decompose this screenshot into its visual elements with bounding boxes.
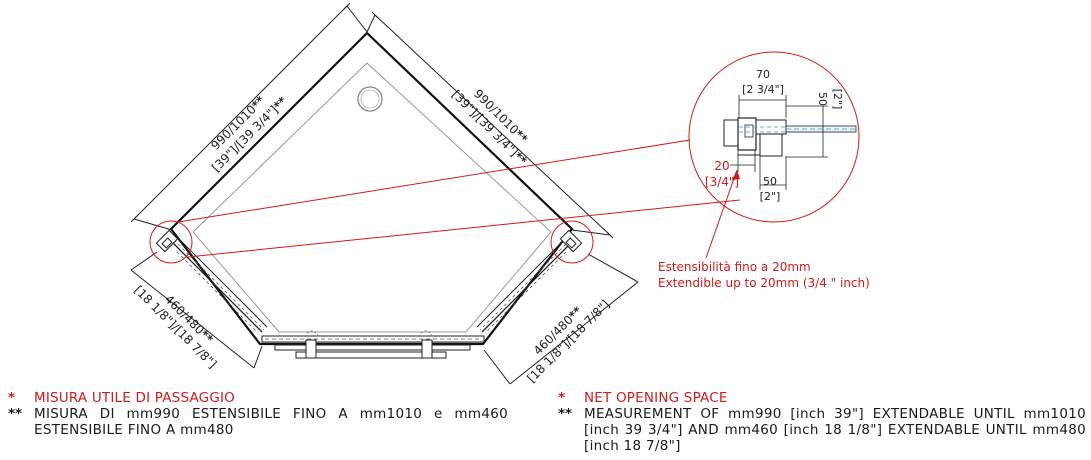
callout-text-en: Extendible up to 20mm (3/4 " inch) — [658, 276, 870, 290]
notes-english: * NET OPENING SPACE ** MEASUREMENT OF mm… — [558, 390, 1086, 454]
extension-arrow — [705, 169, 740, 259]
note-it-row-2: ** MISURA DI mm990 ESTENSIBILE FINO A mm… — [8, 406, 508, 438]
dim-line-right-side — [483, 253, 639, 385]
note-en-body: MEASUREMENT OF mm990 [inch 39"] EXTENDAB… — [584, 406, 1086, 454]
detail-side-mm: 50 — [816, 92, 829, 106]
detail-left-inch: [3/4"] — [705, 175, 739, 189]
note-en-row-1: * NET OPENING SPACE — [558, 390, 1086, 406]
detail-left-mm: 20 — [714, 159, 729, 173]
front-sliding-door — [261, 330, 485, 359]
note-it-body: MISURA DI mm990 ESTENSIBILE FINO A mm101… — [34, 406, 508, 438]
double-asterisk-mark: ** — [8, 406, 23, 422]
drain-icon — [357, 86, 383, 112]
callout-text-it: Estensibilità fino a 20mm — [658, 260, 811, 274]
double-asterisk-mark: ** — [558, 406, 573, 422]
right-corner-profile — [559, 229, 583, 253]
note-en-title: NET OPENING SPACE — [584, 390, 728, 406]
note-it-title: MISURA UTILE DI PASSAGGIO — [34, 390, 235, 406]
side-panel-left — [171, 236, 268, 334]
detail-bottom-mm: 50 — [763, 175, 777, 188]
dim-line-left-side — [130, 251, 263, 369]
technical-drawing: 990/1010** [39"]/[39 3/4"]** 990/1010** … — [130, 2, 870, 385]
left-corner-profile — [155, 229, 179, 253]
profile-detail-view — [723, 117, 857, 157]
single-asterisk-mark: * — [558, 390, 566, 406]
dim-line-left-diagonal — [130, 2, 368, 231]
detail-callout-leader-lines — [149, 51, 860, 264]
detail-top-inch: [2 3/4"] — [742, 83, 784, 96]
note-en-row-2: ** MEASUREMENT OF mm990 [inch 39"] EXTEN… — [558, 406, 1086, 454]
detail-side-inch: [2"] — [831, 89, 844, 110]
detail-top-mm: 70 — [756, 68, 770, 81]
single-asterisk-mark: * — [8, 390, 16, 406]
detail-dimension-lines — [730, 95, 828, 190]
notes-italian: * MISURA UTILE DI PASSAGGIO ** MISURA DI… — [8, 390, 508, 438]
note-it-row-1: * MISURA UTILE DI PASSAGGIO — [8, 390, 508, 406]
detail-bottom-inch: [2"] — [760, 190, 781, 203]
